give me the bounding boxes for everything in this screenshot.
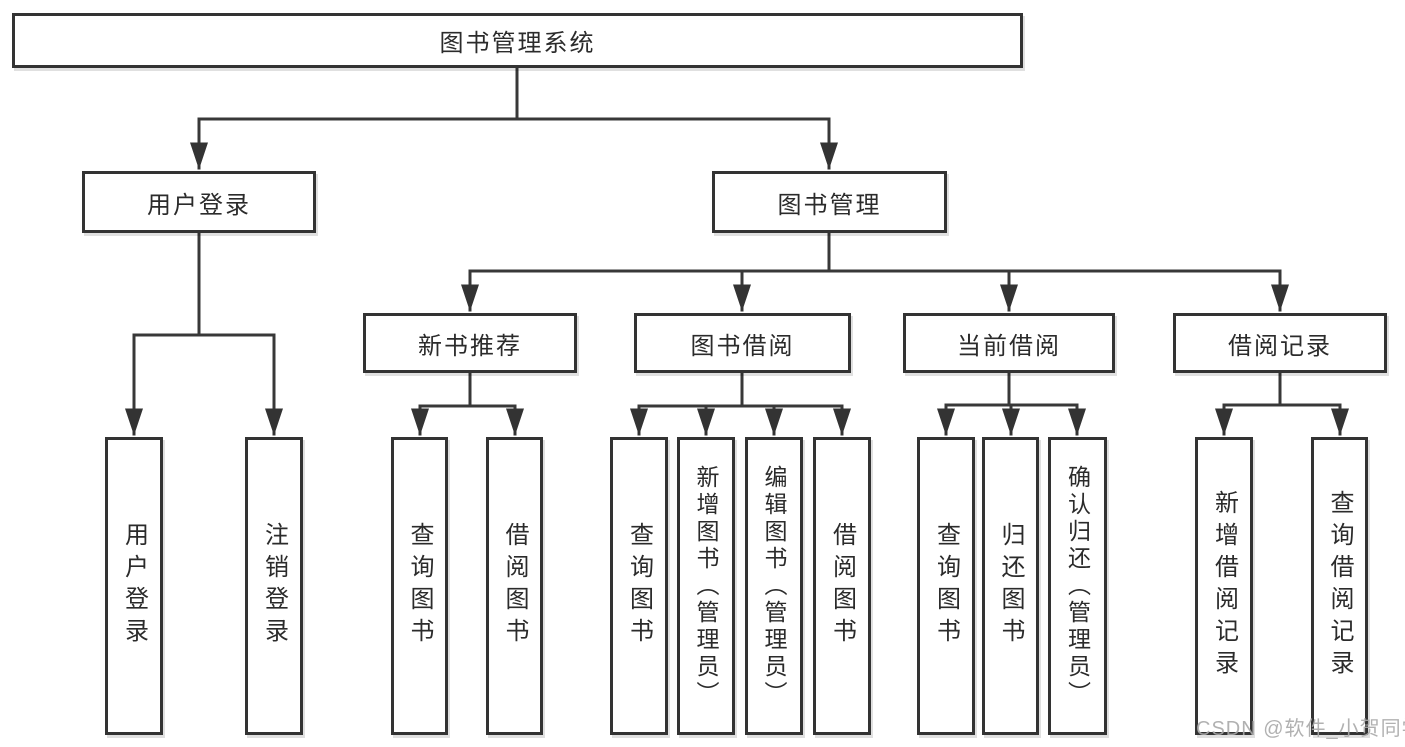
leaf-query-books: 查询图书 xyxy=(917,437,975,735)
leaf-edit-books-admin: 编辑图书（管理员） xyxy=(745,437,803,735)
node-label: 借阅图书 xyxy=(501,522,528,650)
leaf-add-books-admin: 新增图书（管理员） xyxy=(677,437,735,735)
leaf-query-books: 查询图书 xyxy=(391,437,448,735)
node-label: 查询借阅记录 xyxy=(1326,490,1353,682)
connector-user-login-bar xyxy=(132,231,276,337)
node-label: 用户登录 xyxy=(120,522,148,650)
node-label: 确认归还（管理员） xyxy=(1064,464,1091,708)
node-label: 图书管理系统 xyxy=(439,30,596,57)
watermark: CSDN @软件_小贺同学 xyxy=(1196,718,1405,740)
connector-current-borrowing-bar xyxy=(944,371,1079,407)
node-label: 图书管理 xyxy=(777,191,882,219)
connector-new-book-bar xyxy=(418,371,517,408)
node-label: 新增图书（管理员） xyxy=(693,464,719,708)
node-label: 查询图书 xyxy=(625,522,653,650)
node-user-login: 用户登录 xyxy=(82,171,316,233)
node-label: 用户登录 xyxy=(147,191,251,219)
node-label: 新书推荐 xyxy=(418,332,522,360)
node-label: 编辑图书（管理员） xyxy=(761,464,787,708)
node-borrowing-records: 借阅记录 xyxy=(1173,313,1387,373)
leaf-borrow-books: 借阅图书 xyxy=(813,437,871,735)
node-label: 归还图书 xyxy=(997,522,1024,650)
node-label: 当前借阅 xyxy=(957,332,1061,360)
node-label: 新增借阅记录 xyxy=(1210,490,1238,682)
leaf-user-login: 用户登录 xyxy=(105,437,163,735)
node-label: 查询图书 xyxy=(406,522,433,650)
leaf-query-borrow-record: 查询借阅记录 xyxy=(1311,437,1368,735)
node-label: 图书借阅 xyxy=(690,332,795,360)
node-root-library-system: 图书管理系统 xyxy=(12,13,1023,68)
node-label: 借阅图书 xyxy=(828,522,856,650)
node-book-borrowing: 图书借阅 xyxy=(634,313,851,373)
connector-borrow-records-bar xyxy=(1222,371,1342,407)
leaf-return-books: 归还图书 xyxy=(982,437,1039,735)
leaf-add-borrow-record: 新增借阅记录 xyxy=(1195,437,1253,735)
connector-book-borrowing-bar xyxy=(637,371,844,408)
node-book-management: 图书管理 xyxy=(712,171,947,233)
node-label: 注销登录 xyxy=(260,522,288,650)
node-new-book-recommend: 新书推荐 xyxy=(363,313,577,373)
leaf-borrow-books: 借阅图书 xyxy=(486,437,543,735)
leaf-logout: 注销登录 xyxy=(245,437,303,735)
node-current-borrowing: 当前借阅 xyxy=(903,313,1115,373)
node-label: 查询图书 xyxy=(932,522,960,650)
connector-root-bar xyxy=(197,66,831,121)
leaf-query-books: 查询图书 xyxy=(610,437,668,735)
leaf-confirm-return-admin: 确认归还（管理员） xyxy=(1048,437,1107,735)
node-label: 借阅记录 xyxy=(1228,332,1332,360)
connector-book-management-bar xyxy=(468,231,1282,273)
